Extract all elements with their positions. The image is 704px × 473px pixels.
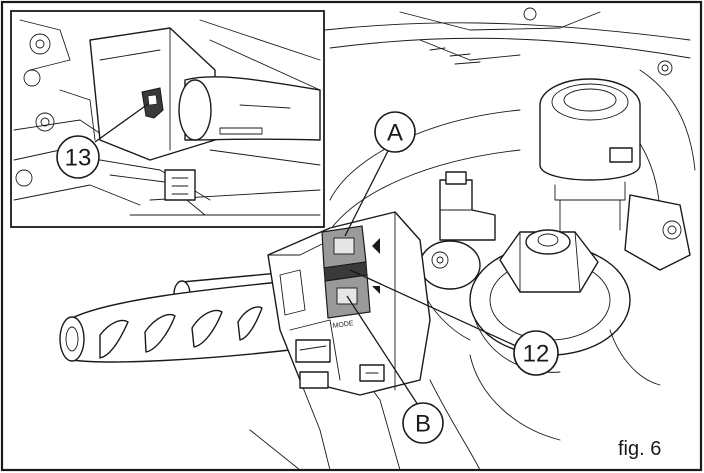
arrow-down-icon (372, 286, 380, 294)
svg-text:A: A (387, 120, 403, 147)
callout-12: 12 (513, 330, 559, 376)
callout-a: A (374, 111, 416, 153)
fork-top (469, 229, 661, 441)
svg-text:13: 13 (65, 145, 92, 172)
callout-13: 13 (56, 135, 100, 179)
switch-mode-label: MODE (332, 320, 354, 330)
main-illustration: MODE A B 12 fig. 6 (59, 7, 696, 471)
svg-text:12: 12 (523, 341, 550, 368)
inset-illustration: 13 (10, 10, 325, 228)
figure-caption: fig. 6 (618, 438, 661, 460)
svg-text:B: B (415, 411, 431, 438)
button-a-face (333, 237, 355, 255)
fluid-reservoir (539, 78, 641, 241)
arrow-up-icon (372, 238, 380, 254)
callout-b: B (402, 402, 444, 444)
